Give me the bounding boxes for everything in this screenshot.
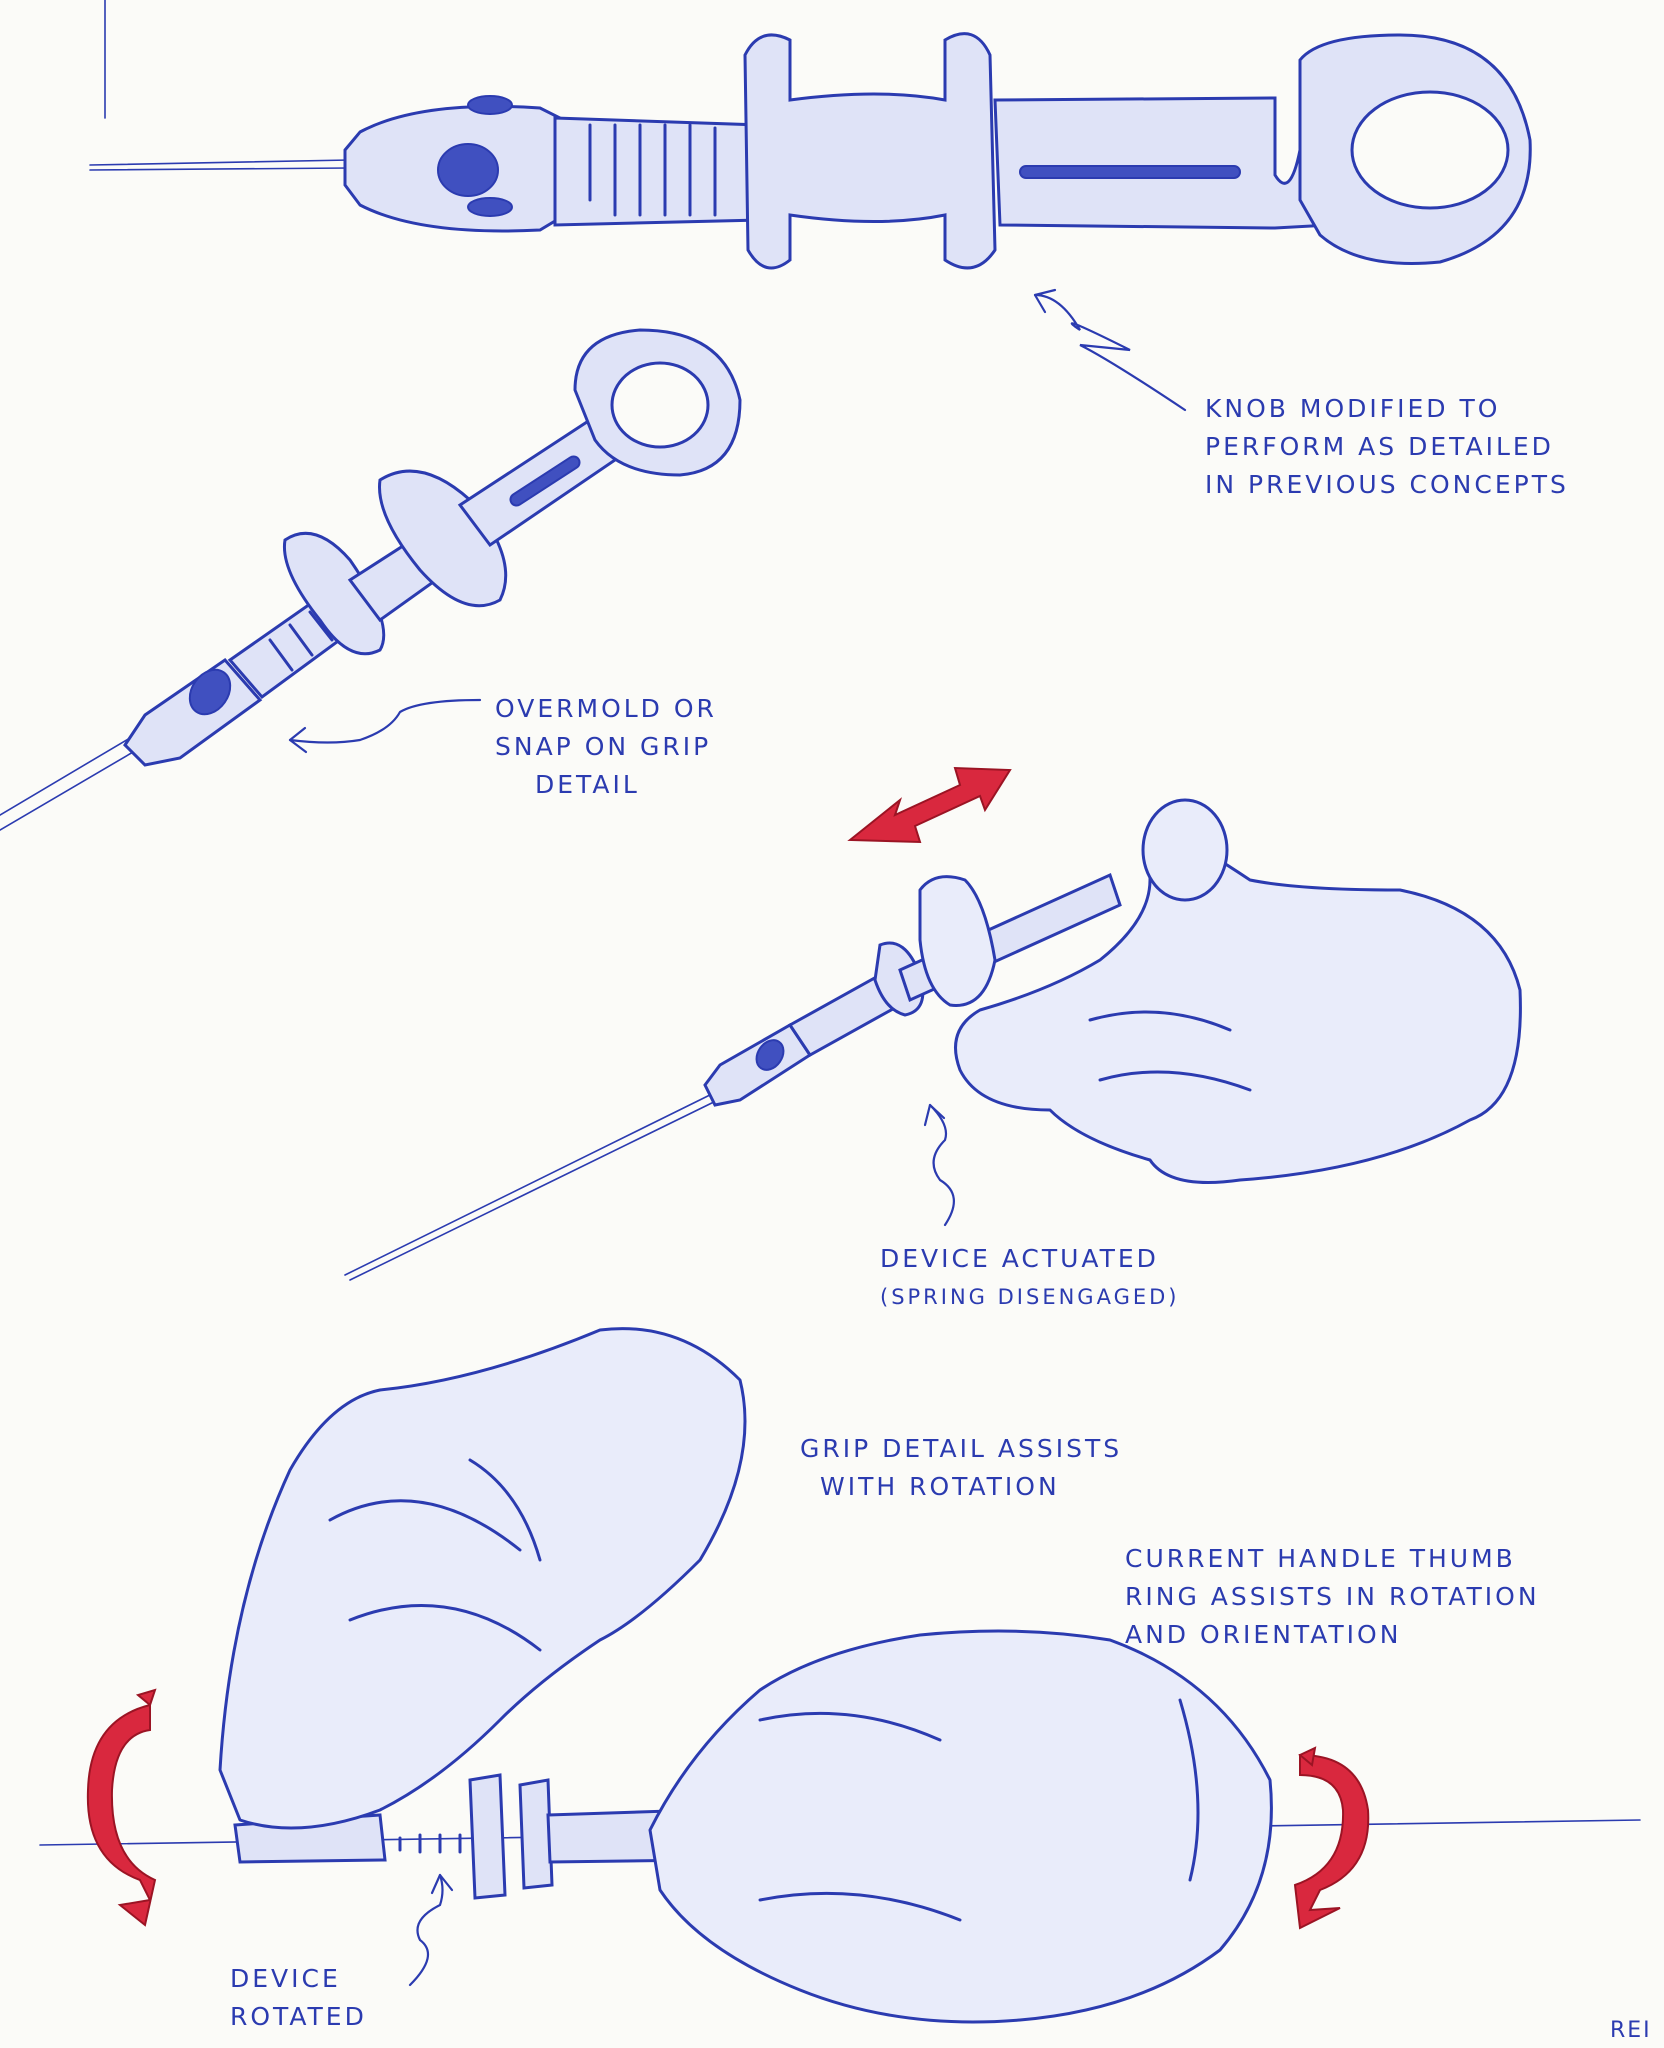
device-top-view [89, 32, 1532, 270]
note-line: ROTATED [230, 2002, 367, 2031]
note-line: GRIP DETAIL ASSISTS [800, 1434, 1123, 1463]
rotation-arrow-right-icon [1293, 1746, 1370, 1930]
note-thumb-ring: CURRENT HANDLE THUMB RING ASSISTS IN ROT… [1125, 1540, 1540, 1654]
note-line: WITH ROTATION [820, 1472, 1060, 1501]
note-line: SNAP ON GRIP [495, 732, 712, 761]
note-grip-assists: GRIP DETAIL ASSISTS WITH ROTATION [800, 1430, 1122, 1506]
note-grip-detail: OVERMOLD OR SNAP ON GRIP DETAIL [495, 690, 717, 804]
device-rotated-view [39, 1327, 1641, 2024]
note-line: CURRENT HANDLE THUMB [1125, 1544, 1516, 1573]
device-angled-view [0, 328, 742, 831]
note-line: DEVICE ACTUATED [880, 1244, 1159, 1273]
corner-mark: REI [1610, 2018, 1652, 2043]
note-line: IN PREVIOUS CONCEPTS [1205, 470, 1569, 499]
rotation-arrow-left-icon [86, 1688, 157, 1927]
note-device-actuated: DEVICE ACTUATED (SPRING DISENGAGED) [880, 1240, 1179, 1316]
pointer-arrow-icon [288, 288, 1187, 1987]
note-line: PERFORM AS DETAILED [1205, 432, 1554, 461]
note-line: DETAIL [535, 770, 640, 799]
note-device-rotated: DEVICE ROTATED [230, 1960, 367, 2036]
note-knob-modified: KNOB MODIFIED TO PERFORM AS DETAILED IN … [1205, 390, 1569, 504]
device-actuated-view [344, 798, 1522, 1281]
note-line: AND ORIENTATION [1125, 1620, 1402, 1649]
note-line: (SPRING DISENGAGED) [880, 1285, 1180, 1309]
note-line: RING ASSISTS IN ROTATION [1125, 1582, 1540, 1611]
note-line: DEVICE [230, 1964, 341, 1993]
double-arrow-icon [847, 766, 1012, 844]
note-line: KNOB MODIFIED TO [1205, 394, 1501, 423]
note-line: OVERMOLD OR [495, 694, 717, 723]
